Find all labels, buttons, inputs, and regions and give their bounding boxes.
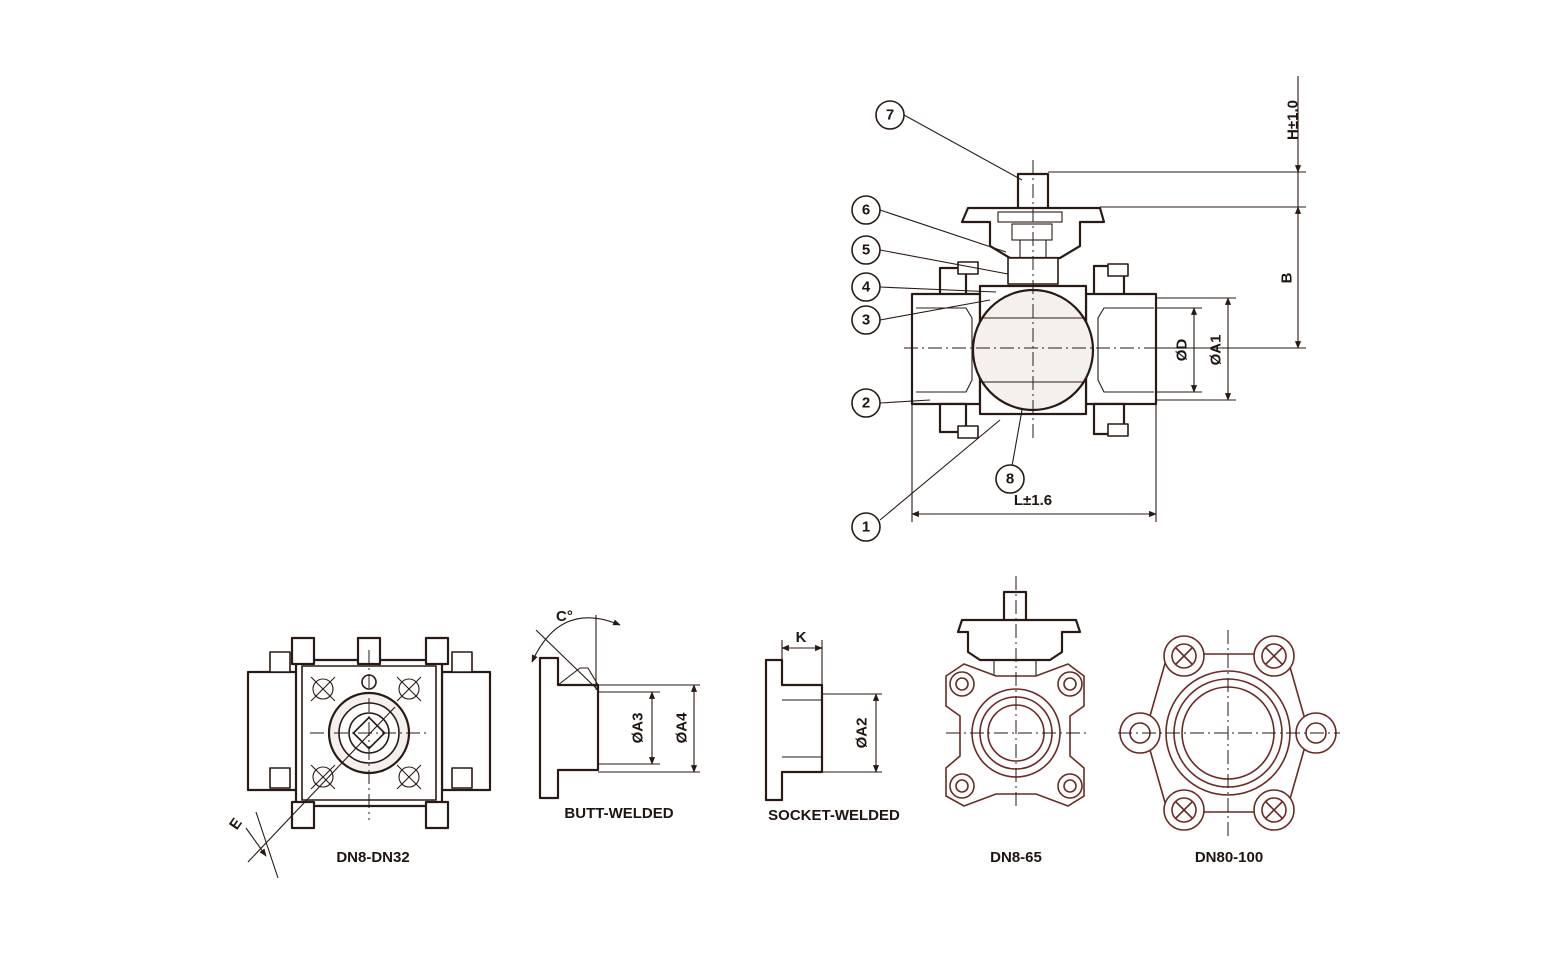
view-dn80-100: DN80-100 — [1118, 630, 1340, 866]
svg-text:1: 1 — [862, 519, 870, 536]
caption-butt-welded: BUTT-WELDED — [564, 805, 673, 822]
balloon-2: 2 — [851, 388, 881, 418]
dim-a4-label: ØA4 — [674, 712, 691, 744]
svg-text:3: 3 — [862, 312, 870, 329]
dim-k-label: K — [796, 629, 807, 646]
balloon-5: 5 — [851, 235, 881, 265]
dim-a1-label: ØA1 — [1208, 335, 1225, 366]
view-socket-welded: K ØA2 SOCKET-WELDED — [764, 629, 900, 824]
balloon-8: 8 — [995, 464, 1025, 494]
svg-text:7: 7 — [886, 107, 894, 124]
view-dn8-65: DN8-65 — [945, 576, 1086, 866]
balloon-1: 1 — [851, 512, 881, 542]
caption-dn80-100: DN80-100 — [1195, 849, 1263, 866]
balloon-7: 7 — [875, 100, 905, 130]
svg-text:2: 2 — [862, 395, 870, 412]
view-butt-welded: C° ØA3 ØA4 BUTT-WELDED — [531, 608, 700, 822]
dim-e-label: E — [226, 815, 246, 833]
dim-a2-label: ØA2 — [854, 718, 871, 749]
caption-dn8-dn32: DN8-DN32 — [336, 849, 409, 866]
svg-text:8: 8 — [1006, 471, 1014, 488]
caption-socket-welded: SOCKET-WELDED — [768, 807, 900, 824]
dim-d-label: ØD — [1174, 339, 1191, 362]
caption-dn8-65: DN8-65 — [990, 849, 1042, 866]
dim-l-label: L±1.6 — [1014, 492, 1052, 509]
svg-text:6: 6 — [862, 202, 870, 219]
dim-b-label: B — [1279, 272, 1296, 283]
dim-c-label: C° — [556, 608, 573, 625]
balloon-6: 6 — [851, 195, 881, 225]
balloon-4: 4 — [851, 272, 881, 302]
svg-text:4: 4 — [862, 279, 871, 296]
dim-h-label: H±1.0 — [1285, 100, 1302, 140]
balloon-3: 3 — [851, 305, 881, 335]
svg-text:5: 5 — [862, 242, 870, 259]
dim-a3-label: ØA3 — [630, 713, 647, 744]
main-section-view: 7 6 5 4 3 2 1 8 — [851, 76, 1306, 542]
view-dn8-dn32: E DN8-DN32 — [226, 636, 492, 879]
